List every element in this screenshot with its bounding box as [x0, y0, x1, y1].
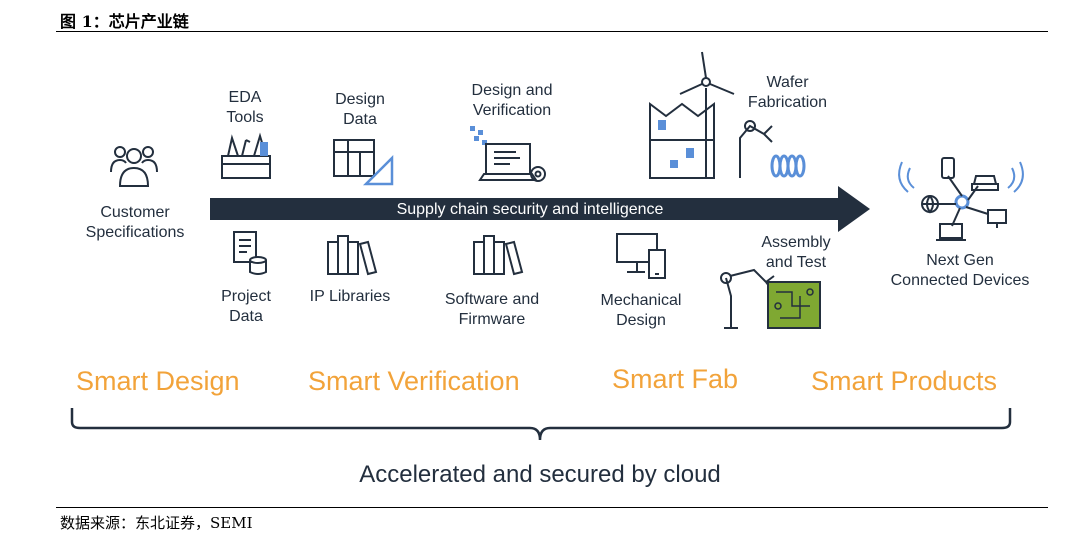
document-database-icon	[233, 231, 267, 275]
stage-smart-verification: Smart Verification	[308, 366, 520, 396]
stage-smart-design: Smart Design	[76, 366, 240, 396]
design-verif-label-line2: Verification	[472, 102, 552, 119]
eda-label-line2: Tools	[226, 109, 264, 126]
next-gen-label-line1: Next Gen	[926, 252, 994, 269]
arrow-label: Supply chain security and intelligence	[396, 201, 664, 218]
next-gen-label-line2: Connected Devices	[890, 272, 1030, 289]
software-label-line2: Firmware	[458, 311, 526, 328]
project-label-line2: Data	[229, 308, 263, 325]
bottom-rule	[56, 507, 1048, 508]
stage-smart-products: Smart Products	[811, 366, 998, 396]
monitor-phone-icon	[616, 233, 666, 279]
laptop-code-icon	[470, 126, 546, 182]
design-data-label-line1: Design	[335, 91, 385, 108]
figure-title: 图 1：芯片产业链	[60, 12, 189, 31]
customer-label-line2: Specifications	[85, 224, 185, 241]
stage-smart-fab: Smart Fab	[612, 364, 739, 394]
people-icon	[110, 146, 158, 187]
mechanical-label-line2: Design	[616, 312, 666, 329]
mechanical-label-line1: Mechanical	[600, 292, 682, 309]
figure-source: 数据来源：东北证券，SEMI	[60, 514, 253, 532]
assembly-label-line2: and Test	[765, 254, 827, 271]
blueprint-icon	[333, 139, 394, 186]
ip-label: IP Libraries	[309, 288, 391, 305]
eda-label-line1: EDA	[228, 89, 262, 106]
factory-icon	[649, 51, 806, 179]
software-books-icon	[473, 235, 524, 276]
toolbox-icon	[221, 132, 271, 179]
customer-label-line1: Customer	[100, 204, 170, 221]
books-icon	[327, 235, 378, 276]
assembly-label-line1: Assembly	[761, 234, 831, 251]
wafer-label-line1: Wafer	[766, 74, 809, 91]
connected-devices-icon	[898, 157, 1024, 241]
project-label-line1: Project	[221, 288, 271, 305]
wafer-label-line2: Fabrication	[747, 94, 828, 111]
robot-arm-circuit-icon	[720, 268, 821, 329]
footer-caption: Accelerated and secured by cloud	[359, 461, 721, 488]
design-data-label-line2: Data	[343, 111, 377, 128]
top-rule	[56, 31, 1048, 32]
design-verif-label-line1: Design and	[471, 82, 553, 99]
software-label-line1: Software and	[444, 291, 540, 308]
